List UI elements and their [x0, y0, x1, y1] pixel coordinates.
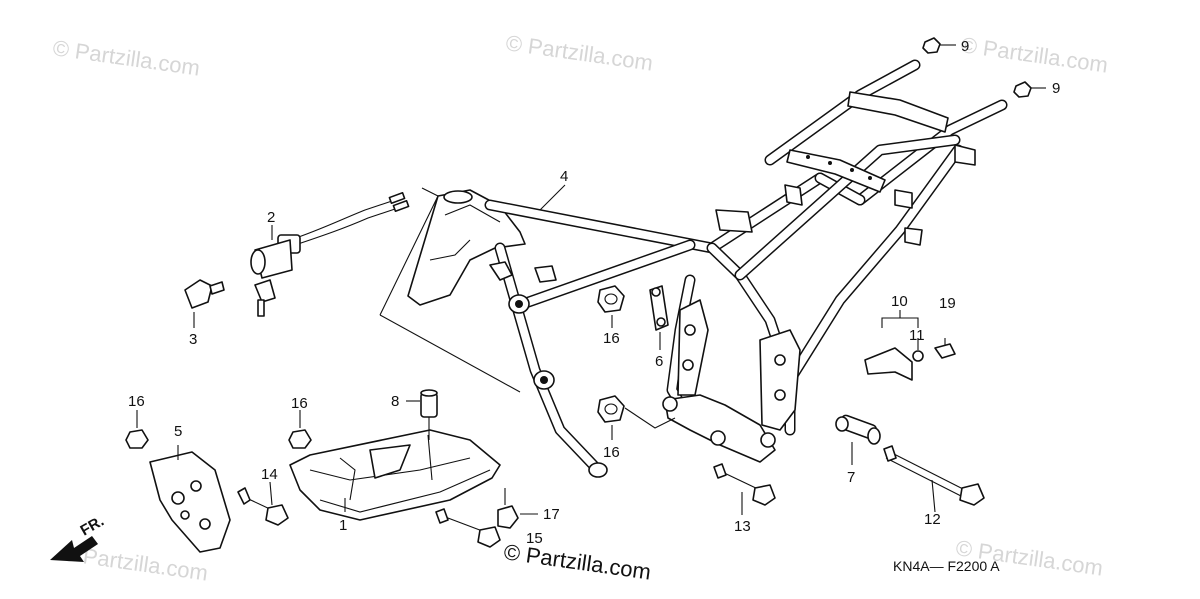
nut-16-c	[125, 429, 149, 449]
bolt-14	[237, 487, 289, 526]
watermark-top-left: © Partzilla.com	[51, 35, 201, 80]
bolt-15	[435, 508, 501, 548]
nut-16-b	[597, 395, 625, 423]
leader-lines	[136, 184, 936, 515]
nut-16-d	[288, 429, 312, 449]
diagram-code: KN4A— F2200 A	[893, 558, 1000, 574]
callout-11: 11	[909, 327, 925, 344]
bolt-12	[883, 445, 985, 506]
callout-9-top: 9	[961, 38, 969, 55]
direction-label: FR.	[78, 513, 107, 540]
frame-body	[379, 59, 1008, 478]
callout-4: 4	[560, 168, 568, 185]
callout-1: 1	[339, 517, 347, 534]
engine-hanger-plate	[149, 445, 231, 553]
link-plate	[649, 285, 669, 331]
callout-14: 14	[261, 466, 278, 483]
nut-9-a	[922, 37, 956, 54]
collar-7	[835, 414, 881, 445]
callout-15: 15	[526, 530, 543, 547]
callout-10: 10	[891, 293, 908, 310]
callout-13: 13	[734, 518, 751, 535]
callout-16-d: 16	[291, 395, 308, 412]
callout-17: 17	[543, 506, 560, 523]
rubber-bushing	[420, 389, 438, 440]
skid-plate	[289, 429, 501, 521]
callout-16-c: 16	[128, 393, 145, 410]
bolt-17	[497, 488, 519, 529]
callout-3: 3	[189, 331, 197, 348]
callout-5: 5	[174, 423, 182, 440]
callout-19: 19	[939, 295, 956, 312]
watermark-top-center: © Partzilla.com	[504, 30, 654, 75]
callout-16-b: 16	[603, 444, 620, 461]
callout-7: 7	[847, 469, 855, 486]
watermark-top-right: © Partzilla.com	[959, 32, 1109, 77]
ignition-switch	[250, 191, 410, 317]
bolt-13	[713, 463, 776, 506]
bracket-10	[864, 310, 956, 381]
callout-8: 8	[391, 393, 399, 410]
brand-watermark: © Partzilla.com	[502, 539, 652, 584]
callout-9-right: 9	[1052, 80, 1060, 97]
callout-12: 12	[924, 511, 941, 528]
callout-16-a: 16	[603, 330, 620, 347]
nut-9-b	[1013, 81, 1046, 98]
callout-6: 6	[655, 353, 663, 370]
callout-2: 2	[267, 209, 275, 226]
nut-16-a	[597, 285, 625, 313]
key-cap	[184, 279, 225, 309]
